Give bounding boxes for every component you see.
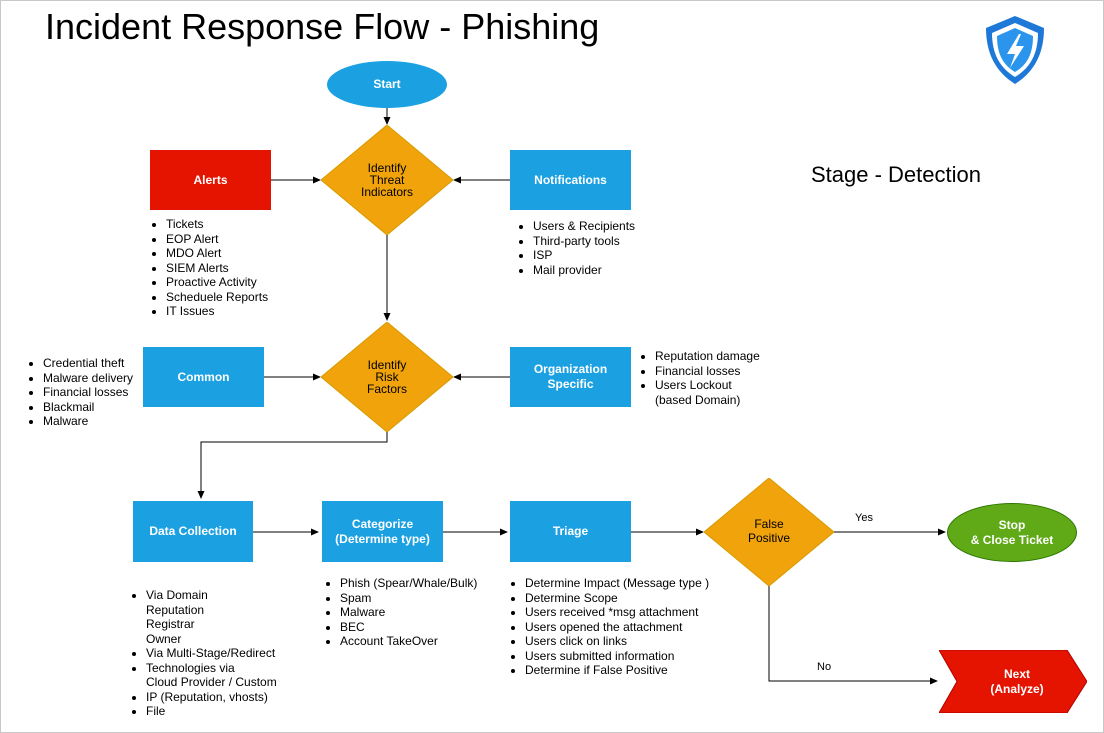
list-item: MDO Alert: [166, 246, 268, 261]
list-item: IP (Reputation, vhosts): [146, 690, 277, 705]
list-item: Users submitted information: [525, 649, 709, 664]
list-item: Malware delivery: [43, 371, 133, 386]
list-item: ISP: [533, 248, 635, 263]
categorize-list: Phish (Spear/Whale/Bulk) Spam Malware BE…: [322, 576, 477, 649]
stage-label: Stage - Detection: [811, 162, 981, 187]
list-item: Spam: [340, 591, 477, 606]
list-item: Financial losses: [43, 385, 133, 400]
common-list: Credential theft Malware delivery Financ…: [25, 356, 133, 429]
list-item: Users click on links: [525, 634, 709, 649]
stop-close-ticket-node[interactable]: Stop & Close Ticket: [947, 503, 1077, 562]
list-item: Determine if False Positive: [525, 663, 709, 678]
no-edge-label: No: [817, 661, 832, 673]
identify-threat-indicators-label: Identify Threat Indicators: [360, 161, 414, 199]
list-item: Determine Impact (Message type ): [525, 576, 709, 591]
identify-risk-factors-label: Identify Risk Factors: [366, 358, 407, 396]
categorize-node[interactable]: Categorize (Determine type): [322, 501, 443, 562]
list-item: Users received *msg attachment: [525, 605, 709, 620]
page-title: Incident Response Flow - Phishing: [45, 6, 600, 47]
list-item: Mail provider: [533, 263, 635, 278]
yes-edge-label: Yes: [855, 512, 873, 524]
identify-risk-factors-decision[interactable]: [321, 322, 453, 432]
list-item: Scheduele Reports: [166, 290, 268, 305]
list-item: Phish (Spear/Whale/Bulk): [340, 576, 477, 591]
list-item: Malware: [43, 414, 133, 429]
list-item: (based Domain): [655, 392, 741, 407]
list-item: Reputation: [146, 602, 205, 617]
list-item: Third-party tools: [533, 234, 635, 249]
list-item: Via Multi-Stage/Redirect: [146, 646, 277, 661]
list-item: Cloud Provider / Custom: [146, 675, 277, 689]
list-item: SIEM Alerts: [166, 261, 268, 276]
shield-lightning-icon: [986, 16, 1044, 84]
identify-threat-indicators-decision[interactable]: [321, 125, 453, 235]
triage-node[interactable]: Triage: [510, 501, 631, 562]
triage-list: Determine Impact (Message type ) Determi…: [507, 576, 709, 678]
alerts-list: Tickets EOP Alert MDO Alert SIEM Alerts …: [148, 217, 268, 319]
list-item: Registrar: [146, 617, 195, 631]
list-item: Users opened the attachment: [525, 620, 709, 635]
list-item: Malware: [340, 605, 477, 620]
data-collection-node[interactable]: Data Collection: [133, 501, 253, 562]
notifications-node[interactable]: Notifications: [510, 150, 631, 210]
list-item: IT Issues: [166, 304, 268, 319]
list-item: Users & Recipients: [533, 219, 635, 234]
list-item: Reputation damage: [655, 349, 760, 364]
list-item: Credential theft: [43, 356, 133, 371]
organization-specific-node[interactable]: Organization Specific: [510, 347, 631, 407]
common-node[interactable]: Common: [143, 347, 264, 407]
list-item: Blackmail: [43, 400, 133, 415]
list-item: EOP Alert: [166, 232, 268, 247]
list-item: Technologies via: [146, 661, 277, 676]
alerts-node[interactable]: Alerts: [150, 150, 271, 210]
list-item: Determine Scope: [525, 591, 709, 606]
data-collection-list: Via Domain Reputation Registrar Owner Vi…: [128, 588, 277, 719]
false-positive-label: False Positive: [747, 517, 791, 545]
list-item: File: [146, 704, 277, 719]
list-item: Via Domain: [146, 588, 277, 603]
list-item: Proactive Activity: [166, 275, 268, 290]
false-positive-decision[interactable]: [704, 478, 834, 586]
organization-specific-list: Reputation damage Financial losses Users…: [637, 349, 760, 407]
list-item: Account TakeOver: [340, 634, 477, 649]
list-item: Financial losses: [655, 364, 760, 379]
next-analyze-arrow-shape[interactable]: [939, 650, 1087, 713]
list-item: Owner: [146, 631, 182, 646]
next-analyze-label: Next (Analyze): [990, 666, 1044, 696]
notifications-list: Users & Recipients Third-party tools ISP…: [515, 219, 635, 277]
list-item: BEC: [340, 620, 477, 635]
list-item: Tickets: [166, 217, 268, 232]
start-node[interactable]: Start: [327, 61, 447, 108]
list-item: Users Lockout: [655, 378, 760, 393]
